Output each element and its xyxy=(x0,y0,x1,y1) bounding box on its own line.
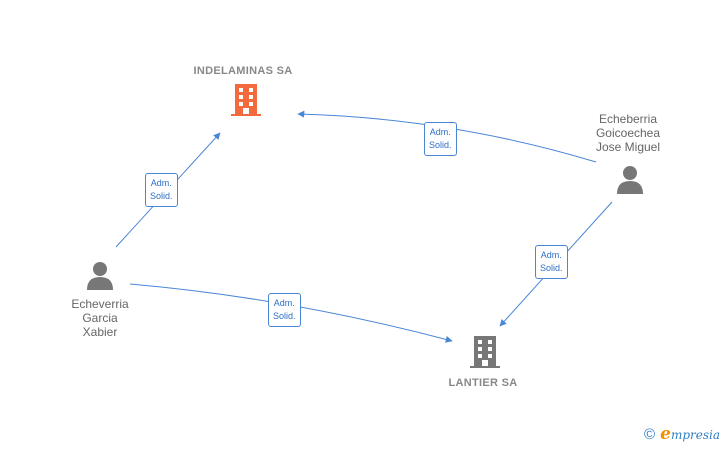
building-icon[interactable] xyxy=(470,336,500,368)
brand-initial: e xyxy=(660,424,671,444)
brand-footer: © empresia xyxy=(644,424,720,444)
edge-label-line: Solid. xyxy=(273,311,296,321)
company-label-lantier[interactable]: LANTIER SA xyxy=(448,377,518,389)
building-icon[interactable] xyxy=(231,84,261,116)
edge-label-line: Adm. xyxy=(273,298,295,308)
edge-label-line: Solid. xyxy=(150,191,173,201)
name-line: Xabier xyxy=(82,325,118,339)
company-label-indelaminas[interactable]: INDELAMINAS SA xyxy=(193,65,293,77)
brand-name-rest: mpresia xyxy=(670,428,720,442)
person-name-echeverria[interactable]: Echeverria Garcia Xabier xyxy=(40,297,160,339)
edge-label-line: Solid. xyxy=(429,140,452,150)
edge-label-line: Adm. xyxy=(540,250,562,260)
edge-label-line: Solid. xyxy=(540,263,563,273)
person-name-echeberria[interactable]: Echeberria Goicoechea Jose Miguel xyxy=(568,112,688,154)
name-line: Garcia xyxy=(82,311,118,325)
name-line: Jose Miguel xyxy=(595,140,661,154)
edge-label[interactable]: Adm. Solid. xyxy=(268,293,301,327)
person-icon[interactable] xyxy=(87,262,113,290)
brand-logo: empresia xyxy=(660,424,720,444)
name-line: Echeberria xyxy=(598,112,658,126)
edge-label-line: Adm. xyxy=(429,127,451,137)
edge-label[interactable]: Adm. Solid. xyxy=(535,245,568,279)
edge-label[interactable]: Adm. Solid. xyxy=(424,122,457,156)
name-line: Goicoechea xyxy=(595,126,661,140)
edge-label-line: Adm. xyxy=(150,178,172,188)
copyright-icon: © xyxy=(644,425,656,443)
name-line: Echeverria xyxy=(71,297,129,311)
person-icon[interactable] xyxy=(617,166,643,194)
edge-label[interactable]: Adm. Solid. xyxy=(145,173,178,207)
